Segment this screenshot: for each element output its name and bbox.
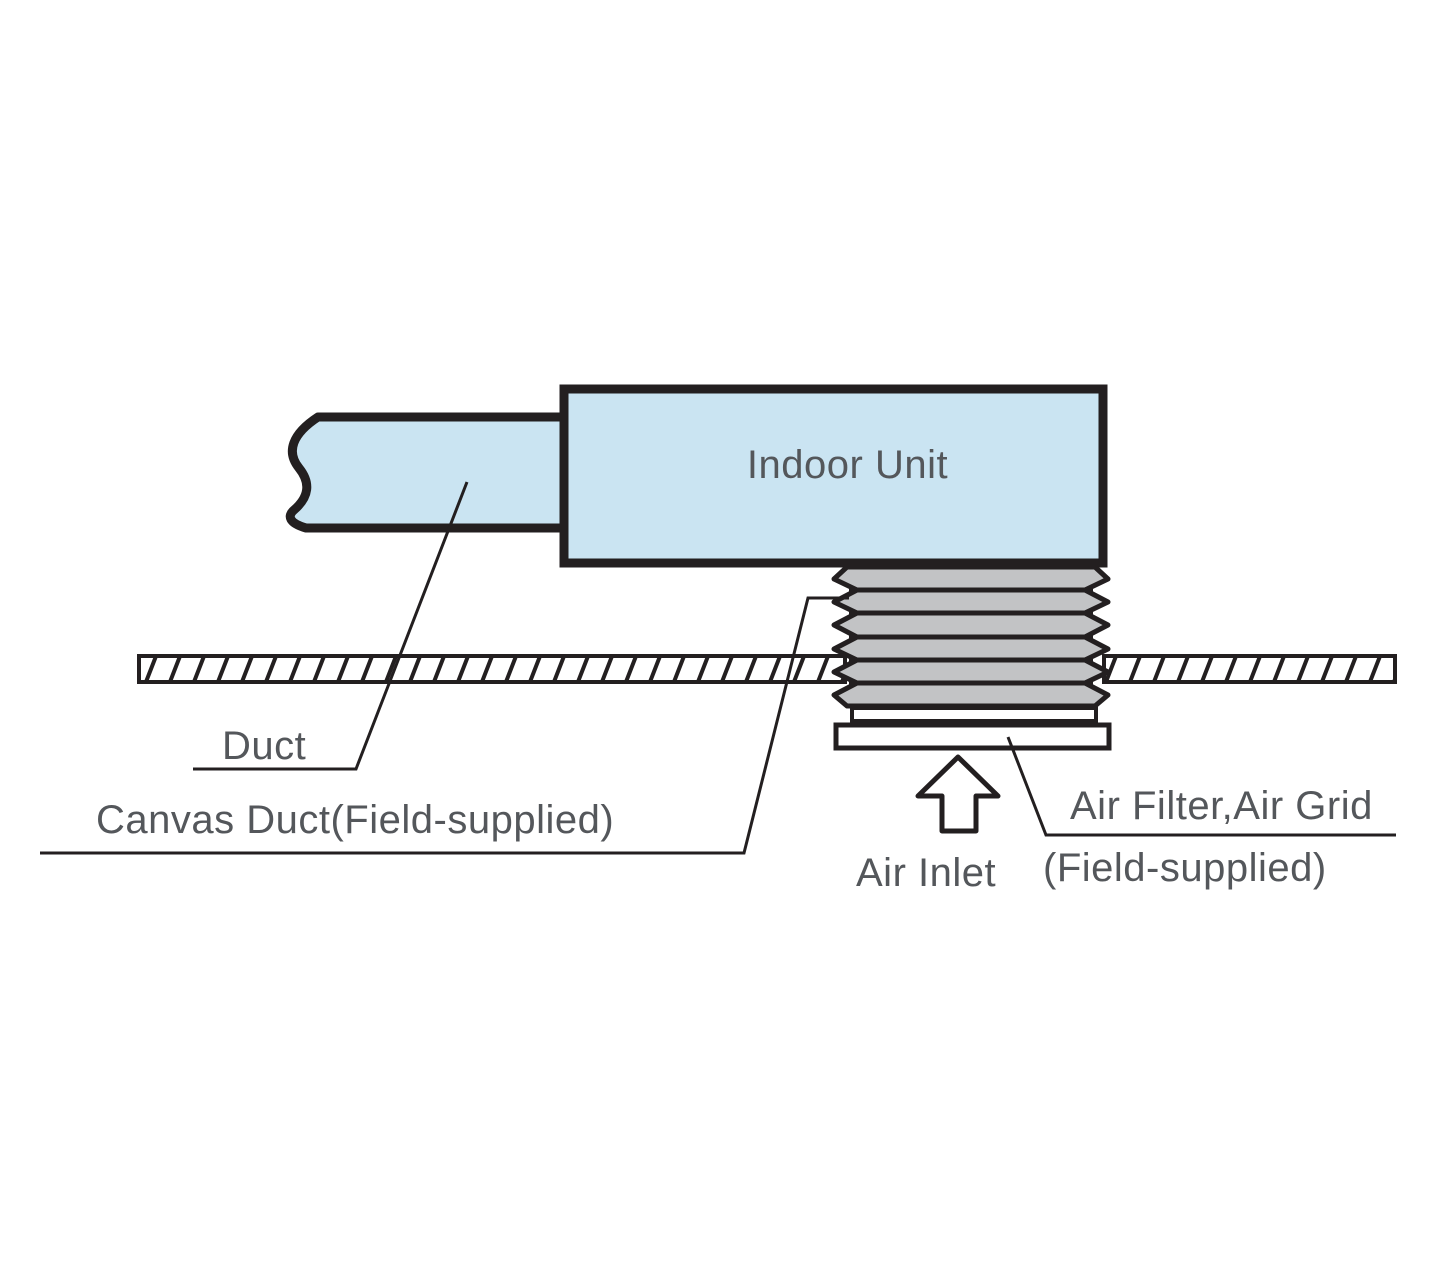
- indoor-unit-box: [559, 384, 1108, 568]
- duct-label: Duct: [222, 724, 307, 768]
- duct-leader-line: [193, 481, 469, 771]
- ceiling-hatch-left: [137, 654, 847, 684]
- duct-shape: [285, 412, 571, 533]
- canvas-duct-leader-line: [40, 596, 849, 855]
- air-filter-plate: [833, 722, 1112, 751]
- air-filter-leader-line: [1006, 736, 1396, 837]
- canvas-duct-label: Canvas Duct(Field-supplied): [96, 798, 615, 842]
- air-filter-label: Air Filter,Air Grid: [1070, 784, 1373, 828]
- filter-flange: [850, 706, 1098, 723]
- bellows-fold-lines: [849, 587, 1093, 686]
- air-inlet-arrow-icon: [915, 754, 1001, 834]
- air-inlet-label: Air Inlet: [856, 851, 997, 895]
- ceiling-hatch-right: [1102, 654, 1397, 684]
- air-filter-field-supplied-label: (Field-supplied): [1043, 846, 1327, 890]
- indoor-unit-label: Indoor Unit: [746, 443, 949, 487]
